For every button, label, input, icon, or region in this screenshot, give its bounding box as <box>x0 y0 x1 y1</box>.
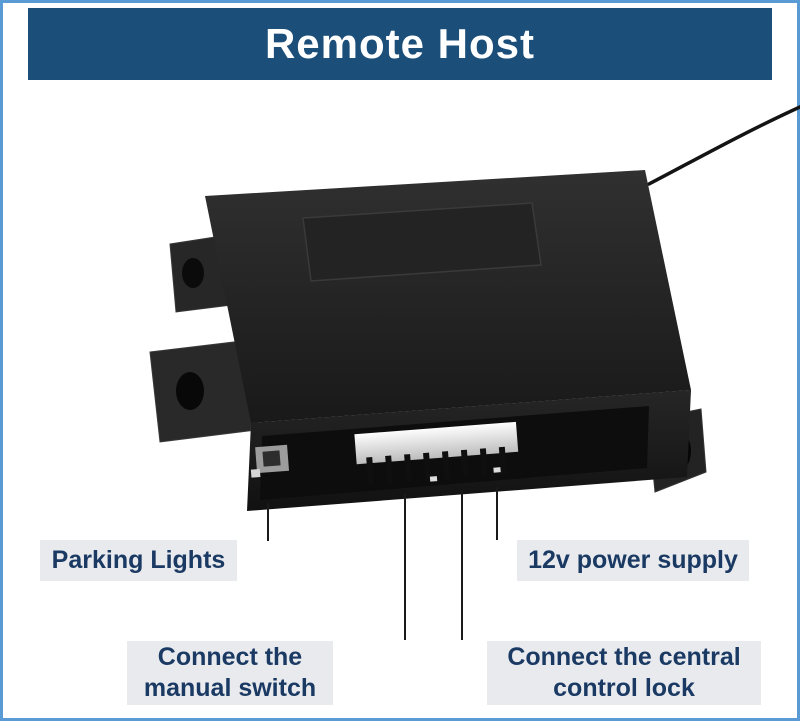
device-top-emboss <box>302 202 542 282</box>
wiring-connector <box>354 421 519 486</box>
device-top-face <box>205 170 691 423</box>
label-manual-switch-line2: manual switch <box>143 674 317 702</box>
title-banner: Remote Host <box>28 8 772 80</box>
label-power-supply-text: 12v power supply <box>528 546 738 574</box>
mounting-tab-upper-left <box>169 233 241 313</box>
label-central-lock-line1: Connect the central <box>507 643 741 671</box>
device-front-edge-highlight <box>250 390 691 430</box>
antenna-wire <box>647 104 800 186</box>
label-manual-switch: Connect the manual switch <box>127 641 333 705</box>
label-manual-switch-line1: Connect the <box>157 643 303 671</box>
label-central-lock: Connect the central control lock <box>487 641 761 705</box>
mounting-tab-right <box>647 408 707 493</box>
page-title: Remote Host <box>264 20 536 67</box>
front-recessed-opening <box>260 406 649 500</box>
label-power-supply: 12v power supply <box>517 540 749 581</box>
connector-reflection <box>493 467 501 473</box>
label-central-lock-line2: control lock <box>553 674 695 702</box>
label-parking-lights: Parking Lights <box>40 540 237 581</box>
device-body <box>205 170 691 511</box>
label-parking-lights-text: Parking Lights <box>51 546 226 574</box>
connector-pins <box>366 446 507 486</box>
parking-light-switch <box>250 444 290 478</box>
connector-reflection <box>429 476 438 482</box>
mounting-tab-lower-left <box>149 339 257 443</box>
device-front-face <box>247 390 691 511</box>
